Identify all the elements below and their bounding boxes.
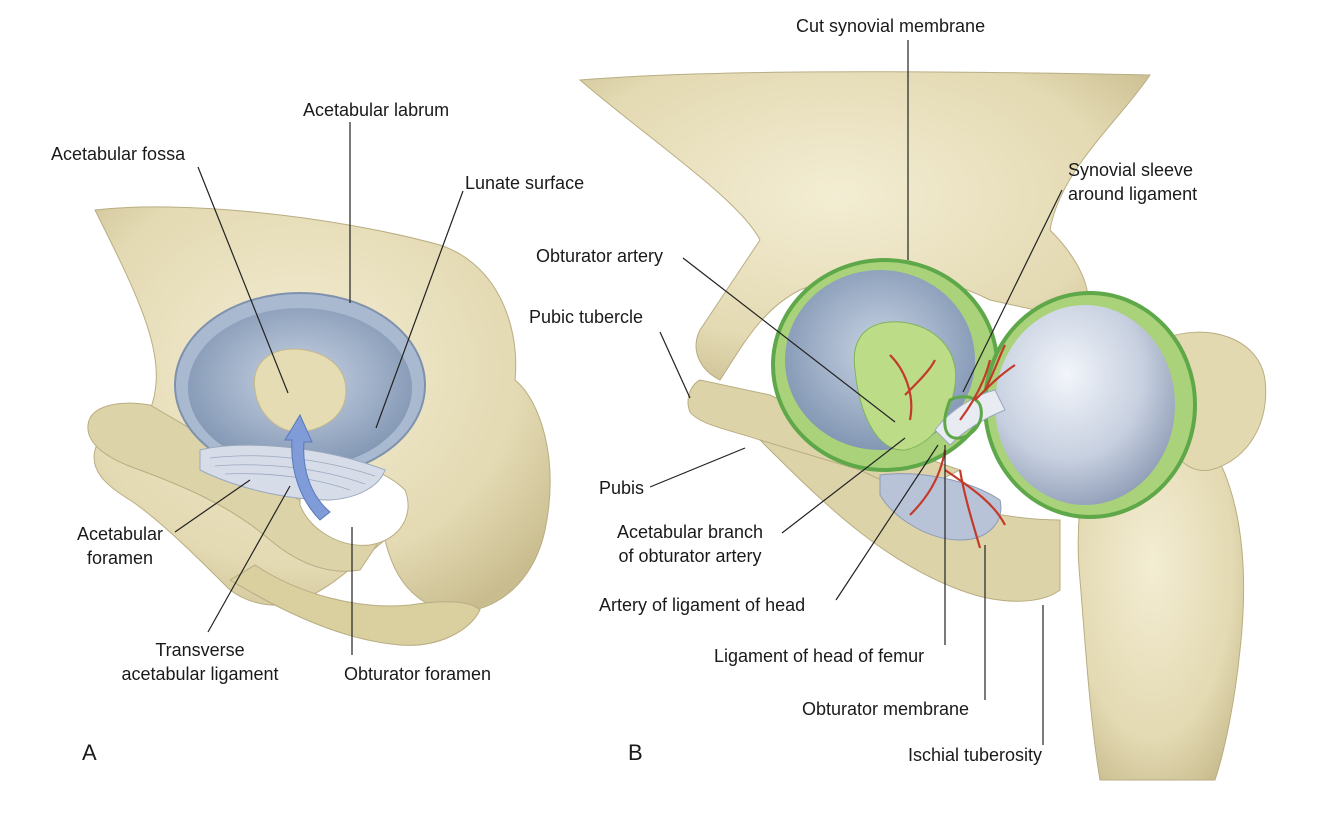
label-ligament-of-head-of-femur: Ligament of head of femur <box>714 646 925 666</box>
label-acetabular-branch-line1: Acetabular branch <box>616 522 764 542</box>
panel-a-art <box>87 206 551 646</box>
label-acetabular-foramen-line2: foramen <box>86 548 154 568</box>
fossa-pad-b <box>853 321 957 451</box>
label-acetabular-labrum: Acetabular labrum <box>303 100 450 120</box>
label-acetabular-fossa: Acetabular fossa <box>51 144 186 164</box>
label-acetabular-foramen-line1: Acetabular <box>76 524 164 544</box>
label-synovial-sleeve-line2: around ligament <box>1068 184 1198 204</box>
label-transverse-line2: acetabular ligament <box>121 664 279 684</box>
ischial-ramus-a <box>229 564 481 646</box>
label-cut-synovial-membrane: Cut synovial membrane <box>796 16 986 36</box>
label-obturator-artery: Obturator artery <box>536 246 664 266</box>
ligament-of-head-shape <box>934 389 1006 446</box>
panel-letter-a: A <box>82 740 97 765</box>
label-synovial-sleeve-line1: Synovial sleeve <box>1068 160 1194 180</box>
panel-letter-b: B <box>628 740 643 765</box>
leader-lines-b <box>649 40 1063 745</box>
acetabular-fossa-shape <box>253 348 347 433</box>
label-lunate-surface: Lunate surface <box>465 173 585 193</box>
panel-b-art <box>578 71 1267 781</box>
label-synovial-sleeve: Synovial sleeve around ligament <box>1068 158 1197 206</box>
label-obturator-membrane: Obturator membrane <box>802 699 970 719</box>
label-obturator-foramen: Obturator foramen <box>344 664 492 684</box>
synovial-sleeve-shape <box>943 395 983 440</box>
label-acetabular-foramen: Acetabular foramen <box>60 522 180 570</box>
label-pubis: Pubis <box>599 478 645 498</box>
label-artery-of-ligament-of-head: Artery of ligament of head <box>599 595 806 615</box>
blue-arrow <box>284 413 331 521</box>
arteries <box>889 344 1016 549</box>
label-transverse-line1: Transverse <box>155 640 245 660</box>
label-transverse-acetabular-ligament: Transverse acetabular ligament <box>100 638 300 686</box>
femur-head <box>995 305 1175 505</box>
leader-lines-a <box>174 122 464 655</box>
label-pubic-tubercle: Pubic tubercle <box>529 307 644 327</box>
label-ischial-tuberosity: Ischial tuberosity <box>908 745 1043 765</box>
label-acetabular-branch: Acetabular branch of obturator artery <box>600 520 780 568</box>
label-acetabular-branch-line2: of obturator artery <box>618 546 762 566</box>
